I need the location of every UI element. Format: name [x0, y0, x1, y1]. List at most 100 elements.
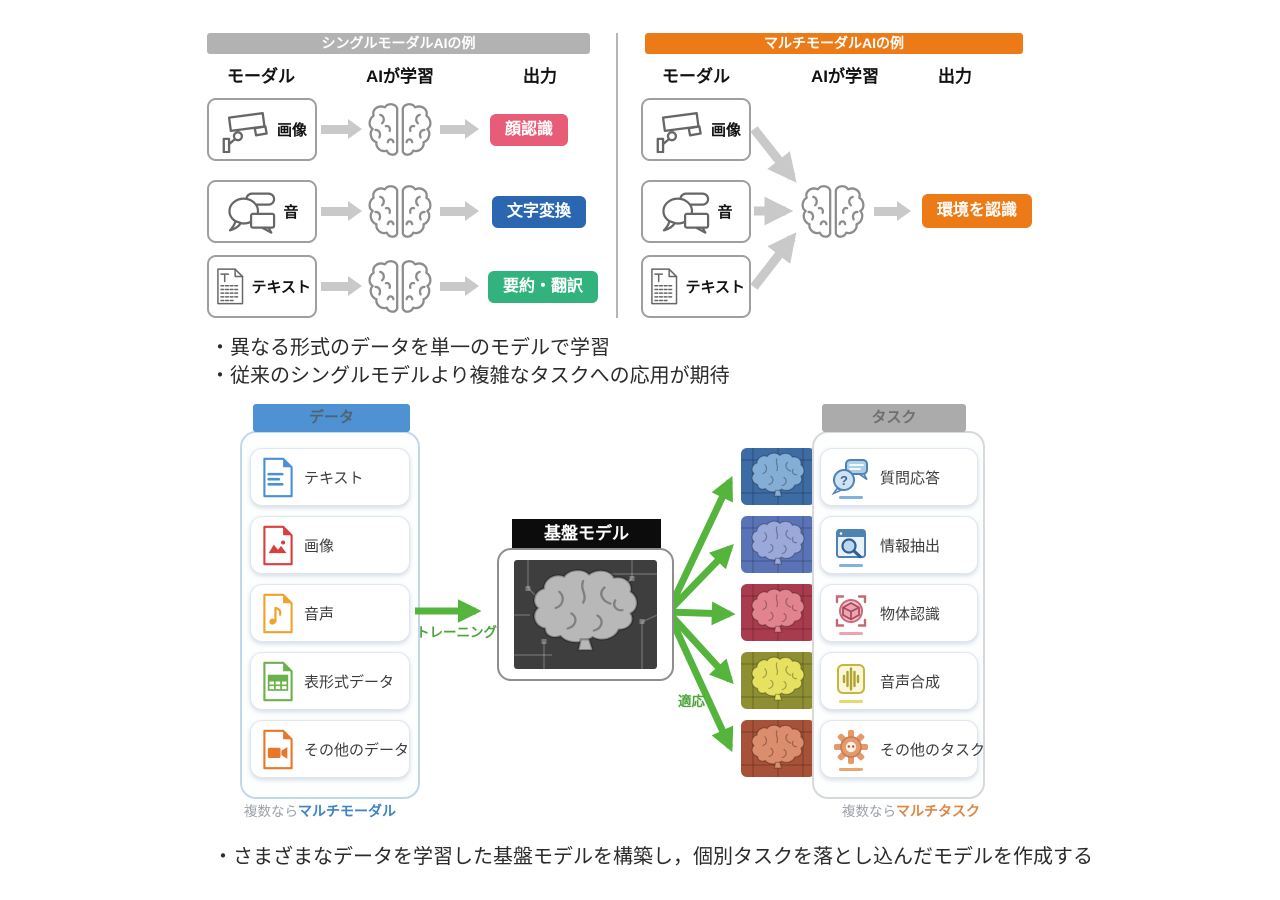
task-panel-header: タスク	[822, 404, 966, 432]
question-answer-icon: ?	[831, 458, 868, 495]
column-header-output: 出力	[938, 67, 972, 86]
speech-bubbles-icon	[228, 191, 276, 234]
brain-icon	[368, 100, 432, 158]
task-item-label: 物体認識	[880, 605, 941, 623]
data-item-label: 画像	[304, 537, 335, 555]
brain-thumbnail	[741, 584, 815, 641]
data-item-text: テキスト	[250, 448, 410, 506]
task-item-extract: 情報抽出	[820, 516, 978, 574]
other-task-icon	[834, 729, 868, 764]
arrow-right-icon	[321, 119, 362, 139]
icon-underline	[839, 563, 863, 568]
brain-thumbnail	[741, 516, 815, 573]
task-item-speech-synth: 音声合成	[820, 652, 978, 710]
modal-box-text: テキスト	[641, 255, 751, 318]
caption-prefix: 複数なら	[842, 804, 896, 819]
modal-label: 音	[717, 204, 733, 221]
data-item-table: 表形式データ	[250, 652, 410, 710]
task-item-other: その他のタスク	[820, 720, 985, 778]
icon-underline	[839, 699, 863, 704]
data-item-label: その他のデータ	[303, 741, 409, 759]
data-item-other: その他のデータ	[250, 720, 410, 778]
task-item-label: 質問応答	[880, 469, 941, 487]
modal-box-sound: 音	[207, 180, 317, 243]
text-file-icon	[263, 457, 293, 497]
data-item-image: 画像	[250, 516, 410, 574]
task-item-label: 情報抽出	[880, 537, 941, 555]
modal-label: 画像	[276, 122, 307, 139]
foundation-model-brain-image	[514, 560, 657, 669]
data-item-audio: 音声	[250, 584, 410, 642]
single-modal-header: シングルモーダルAIの例	[207, 33, 590, 54]
arrow-right-icon	[874, 201, 911, 221]
data-item-label: 表形式データ	[304, 673, 395, 691]
arrow-right-icon	[321, 201, 362, 221]
brain-icon	[368, 257, 432, 315]
arrow-right-icon	[440, 276, 479, 296]
modal-box-text: テキスト	[207, 255, 317, 318]
modal-box-image: 画像	[207, 98, 317, 161]
column-header-learn: AIが学習	[811, 67, 879, 86]
text-document-icon	[217, 267, 244, 304]
converging-arrows-icon	[750, 126, 797, 290]
modal-label: 音	[283, 204, 299, 221]
output-badge-environment: 環境を認識	[922, 194, 1033, 228]
caption-bold: マルチモーダル	[298, 803, 396, 819]
brain-icon	[801, 182, 865, 240]
adaptation-label: 適応	[678, 694, 705, 709]
arrow-right-icon	[440, 201, 479, 221]
brain-icon	[368, 182, 432, 240]
training-arrow-icon	[415, 599, 482, 623]
column-header-modal: モーダル	[227, 67, 295, 86]
multimodal-caption: 複数ならマルチモーダル	[244, 800, 396, 821]
modal-box-image: 画像	[641, 98, 751, 161]
tinted-brain-icon	[741, 448, 815, 505]
camera-icon	[222, 111, 268, 153]
multitask-caption: 複数ならマルチタスク	[830, 800, 980, 821]
section-divider	[616, 33, 618, 318]
arrow-right-icon	[321, 276, 362, 296]
brain-thumbnail	[741, 652, 815, 709]
speech-synthesis-icon	[837, 663, 865, 694]
tinted-brain-icon	[741, 516, 815, 573]
training-label: トレーニング	[416, 625, 497, 640]
modal-label: 画像	[710, 122, 741, 139]
other-file-icon	[263, 729, 293, 769]
task-item-label: その他のタスク	[880, 741, 986, 759]
task-item-object: 物体認識	[820, 584, 978, 642]
modal-label: テキスト	[251, 279, 311, 296]
column-header-modal: モーダル	[662, 67, 730, 86]
tinted-brain-icon	[741, 652, 815, 709]
data-item-label: テキスト	[304, 469, 364, 487]
audio-file-icon	[263, 593, 293, 633]
modal-box-sound: 音	[641, 180, 751, 243]
question-glyph: ?	[840, 473, 848, 488]
data-panel-header: データ	[253, 404, 410, 432]
arrow-right-icon	[440, 119, 479, 139]
table-file-icon	[263, 661, 293, 701]
camera-icon	[656, 111, 702, 153]
info-extract-icon	[836, 528, 866, 558]
caption-bold: マルチタスク	[896, 803, 980, 819]
data-item-label: 音声	[304, 605, 335, 623]
modal-label: テキスト	[685, 279, 745, 296]
icon-underline	[839, 495, 863, 500]
image-file-icon	[263, 525, 293, 565]
speech-bubbles-icon	[662, 191, 710, 234]
column-header-learn: AIが学習	[366, 67, 434, 86]
tinted-brain-icon	[741, 720, 815, 777]
tinted-brain-icon	[741, 584, 815, 641]
output-badge-summary-translation: 要約・翻訳	[488, 271, 599, 303]
multi-modal-header: マルチモーダルAIの例	[645, 33, 1023, 54]
note-line-2: ・従来のシングルモデルより複雑なタスクへの応用が期待	[210, 365, 730, 387]
caption-prefix: 複数なら	[244, 804, 298, 819]
text-document-icon	[651, 267, 678, 304]
output-badge-text-conversion: 文字変換	[492, 196, 587, 228]
note-bottom: ・さまざまなデータを学習した基盤モデルを構築し，個別タスクを落とし込んだモデルを…	[213, 846, 1093, 868]
icon-underline	[839, 767, 863, 772]
icon-underline	[839, 631, 863, 636]
object-recognition-icon	[835, 595, 867, 627]
output-badge-face-recognition: 顔認識	[490, 114, 569, 146]
column-header-output: 出力	[523, 67, 557, 86]
